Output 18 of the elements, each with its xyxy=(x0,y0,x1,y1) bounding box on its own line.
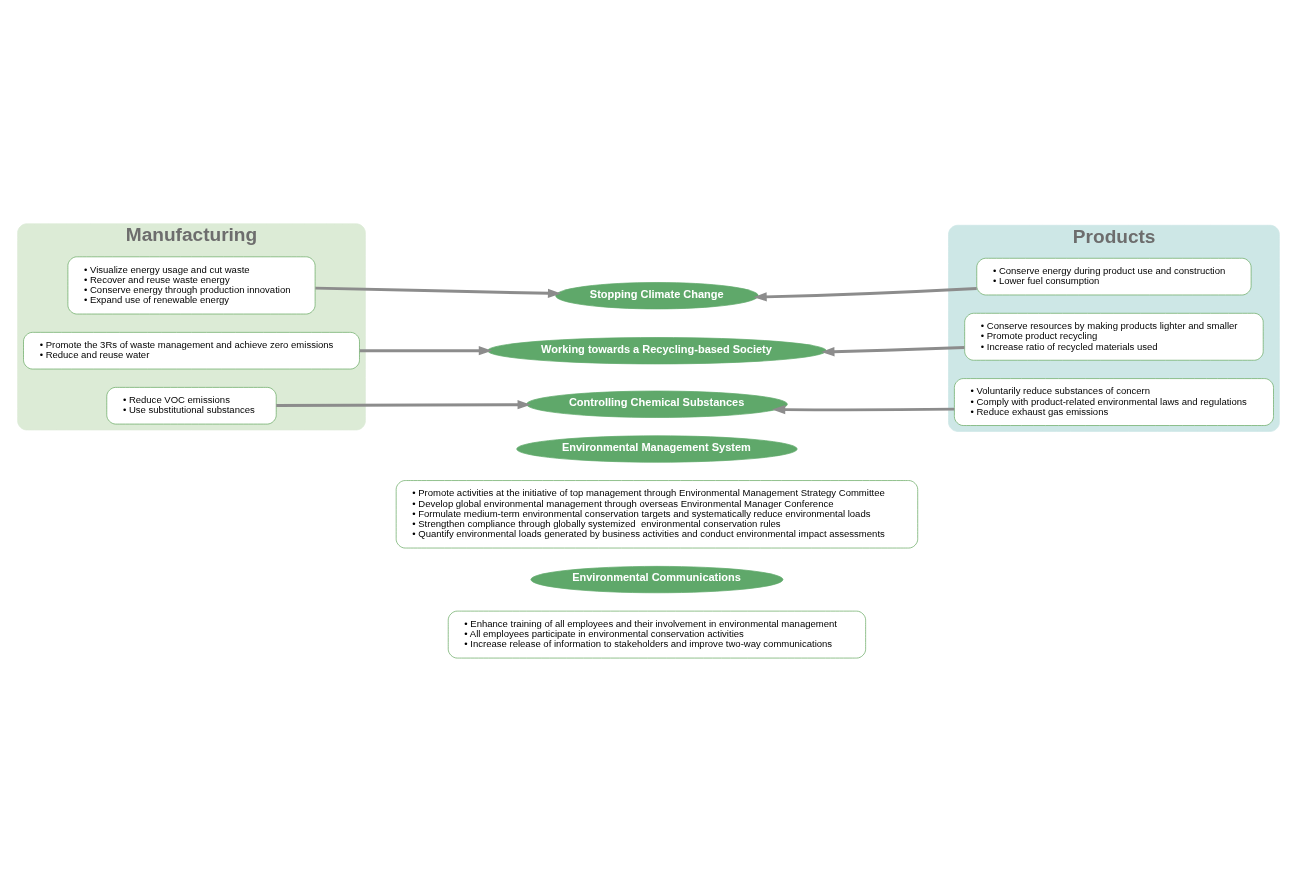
arrow xyxy=(772,404,955,414)
arrow xyxy=(753,286,977,301)
node-box: • Promote the 3Rs of waste management and achieve zero emissions • Reduce and reuse water xyxy=(23,331,360,369)
node-box: • Enhance training of all employees and their involvement in environmental management • All employees participate in environmental conservation activities • Increase release of information to stakeholders and improve two-way communications xyxy=(447,610,866,658)
node-ellipse: Environmental Management System xyxy=(516,434,798,463)
node-box: • Reduce VOC emissions • Use substitutional substances xyxy=(106,386,277,424)
node-box: • Promote activities at the initiative of top management through Environmental Management Strategy Committee • Develop global environmental management through overseas Environmental Manager Conference • Formulate medium-term environmental conservation targets and systematically reduce environmental loads • Strengthen compliance through globally systemized environmental conservation rules • Quantify environmental loads generated by business activities and conduct environmental impact assessments xyxy=(395,479,919,548)
arrow xyxy=(359,345,492,355)
arrow xyxy=(276,399,531,409)
node-ellipse: Working towards a Recycling-based Society xyxy=(487,336,827,364)
node-box: • Visualize energy usage and cut waste • Recover and reuse waste energy • Conserve energy through production innovation • Expand use of renewable energy xyxy=(67,255,316,314)
node-box: • Conserve energy during product use and construction • Lower fuel consumption xyxy=(976,257,1252,295)
arrow xyxy=(821,345,965,356)
node-ellipse: Stopping Climate Change xyxy=(555,281,759,309)
node-box: • Conserve resources by making products lighter and smaller • Promote product recycling • Increase ratio of recycled materials used xyxy=(964,312,1264,361)
node-box: • Voluntarily reduce substances of concern • Comply with product-related environmental laws and regulations • Reduce exhaust gas emissions xyxy=(954,377,1274,426)
node-ellipse: Environmental Communications xyxy=(530,565,784,593)
arrow xyxy=(315,286,562,298)
